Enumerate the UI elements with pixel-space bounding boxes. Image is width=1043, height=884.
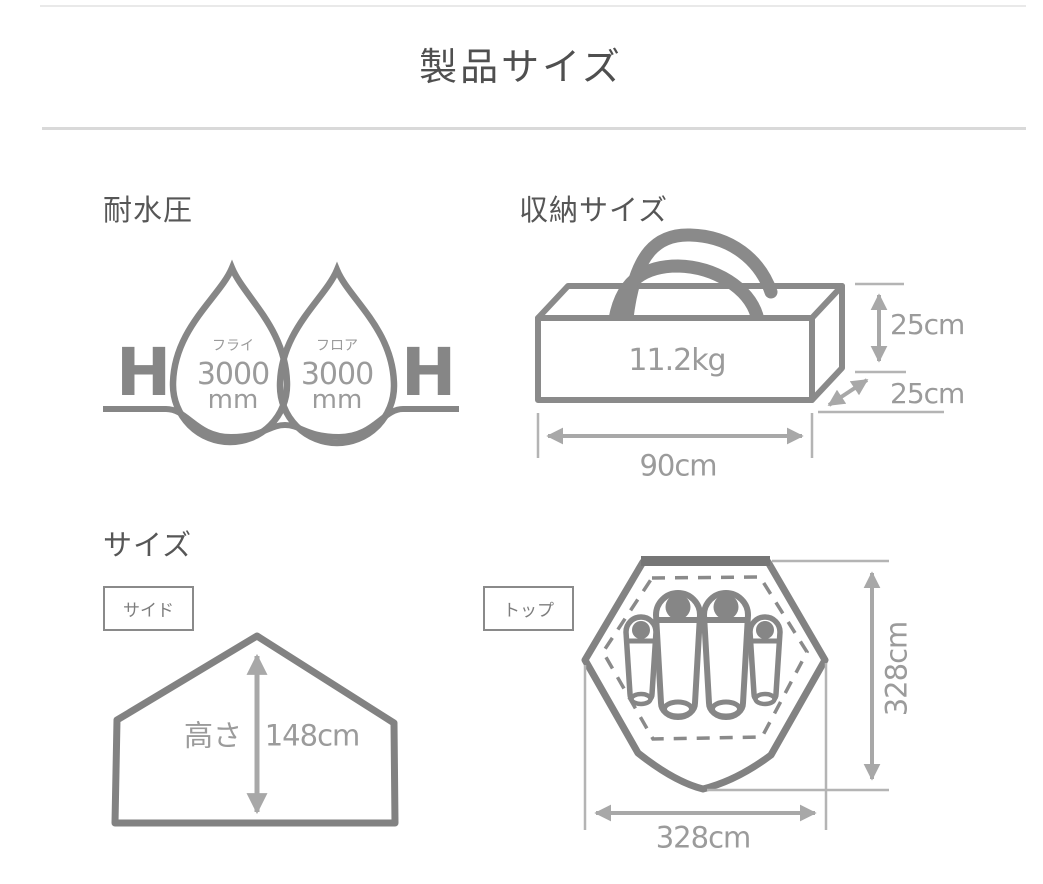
tent-height-label: 高さ	[183, 718, 243, 753]
storage-bag-diagram	[535, 228, 944, 458]
sleeper-large-right	[700, 590, 752, 720]
page-title: 製品サイズ	[419, 45, 623, 89]
sleeper-figures	[623, 590, 783, 720]
drop-floor-unit: mm	[311, 385, 363, 415]
top-view-extension-lines	[583, 559, 889, 830]
top-view-tag: トップ	[483, 586, 574, 631]
section-title-storage: 収納サイズ	[519, 193, 669, 227]
sleeper-small-right	[747, 614, 783, 707]
bag-extension-lines	[536, 282, 944, 458]
top-view-diagram	[581, 556, 889, 830]
sleeper-head	[713, 594, 739, 620]
bag-handle-front	[608, 259, 764, 326]
hydrostatic-h-left-icon: H	[116, 334, 171, 411]
drop-fly-unit: mm	[207, 385, 259, 415]
bag-weight-label: 11.2kg	[628, 343, 726, 378]
side-view-tag: サイド	[103, 586, 194, 631]
drop-fly-value: 3000	[196, 357, 270, 392]
side-view-tag-label: サイド	[123, 601, 174, 621]
bag-front-face	[535, 315, 815, 403]
top-view-tag-label: トップ	[503, 601, 554, 621]
hydrostatic-h-right-icon: H	[401, 334, 456, 411]
sleeper-head	[632, 621, 650, 639]
drop-floor-label: フロア	[316, 338, 358, 354]
sleeper-head	[665, 594, 691, 620]
drop-fly	[169, 259, 291, 446]
sleeper-large-left	[652, 590, 704, 720]
top-hairline	[40, 5, 1026, 7]
tent-height-value: 148cm	[264, 718, 361, 753]
bag-top-face	[535, 283, 845, 321]
water-drops-diagram: H H	[103, 259, 459, 447]
sleeper-head	[756, 621, 774, 639]
bag-height-label: 25cm	[890, 308, 965, 341]
title-divider	[42, 127, 1026, 130]
tent-depth-value: 328cm	[879, 621, 914, 717]
tent-width-value: 328cm	[655, 820, 752, 855]
drop-floor-value: 3000	[300, 357, 374, 392]
bag-length-label: 90cm	[639, 448, 717, 483]
section-title-water-resistance: 耐水圧	[103, 193, 194, 227]
bag-depth-arrow	[827, 378, 869, 407]
drop-fly-label: フライ	[212, 338, 254, 354]
drop-floor	[276, 261, 398, 447]
fabric-baseline	[103, 406, 459, 441]
sleeper-small-left	[623, 614, 659, 707]
side-view-diagram	[111, 632, 399, 827]
bag-depth-label: 25cm	[890, 377, 965, 410]
section-title-size: サイズ	[103, 528, 193, 562]
